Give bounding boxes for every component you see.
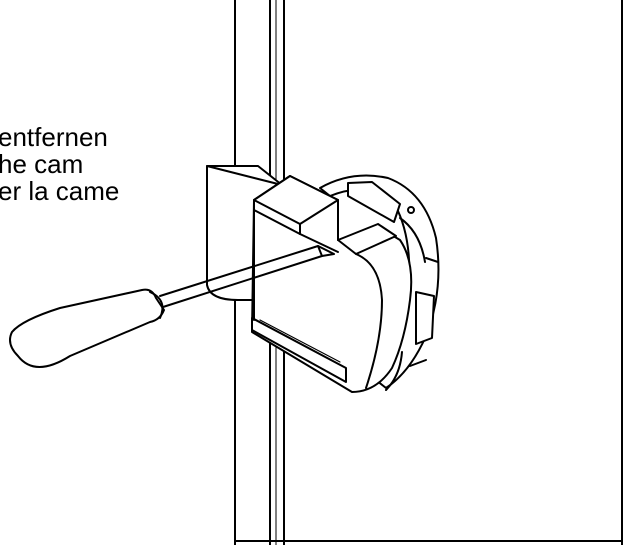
instruction-line-fr: er la came [0,176,120,206]
lock-body [251,174,440,393]
instruction-line-de: entfernen [0,122,108,152]
screwdriver [9,245,335,368]
instruction-line-en: he cam [0,149,84,179]
